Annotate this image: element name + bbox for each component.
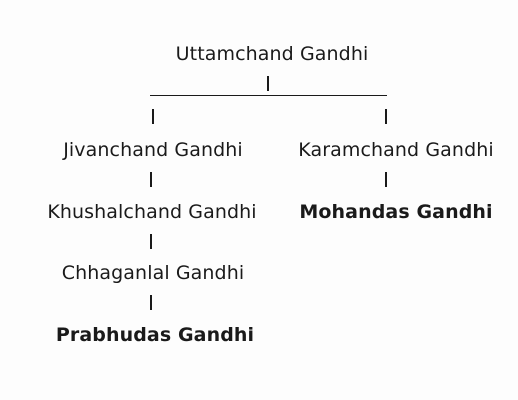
node-root: Uttamchand Gandhi (175, 43, 369, 65)
node-right-2: Mohandas Gandhi (299, 201, 493, 223)
connector-left-drop (152, 109, 154, 124)
node-left-3: Chhaganlal Gandhi (61, 262, 245, 284)
connector-right-drop (385, 109, 387, 124)
node-left-1: Jivanchand Gandhi (63, 139, 243, 161)
connector-horizontal (150, 95, 387, 96)
node-right-1: Karamchand Gandhi (298, 139, 494, 161)
connector-left-1-2 (150, 172, 152, 187)
connector-root-down (267, 76, 269, 91)
node-left-4: Prabhudas Gandhi (55, 324, 255, 346)
connector-right-1-2 (385, 172, 387, 187)
node-left-2: Khushalchand Gandhi (47, 201, 257, 223)
connector-left-2-3 (150, 234, 152, 249)
connector-left-3-4 (150, 295, 152, 310)
